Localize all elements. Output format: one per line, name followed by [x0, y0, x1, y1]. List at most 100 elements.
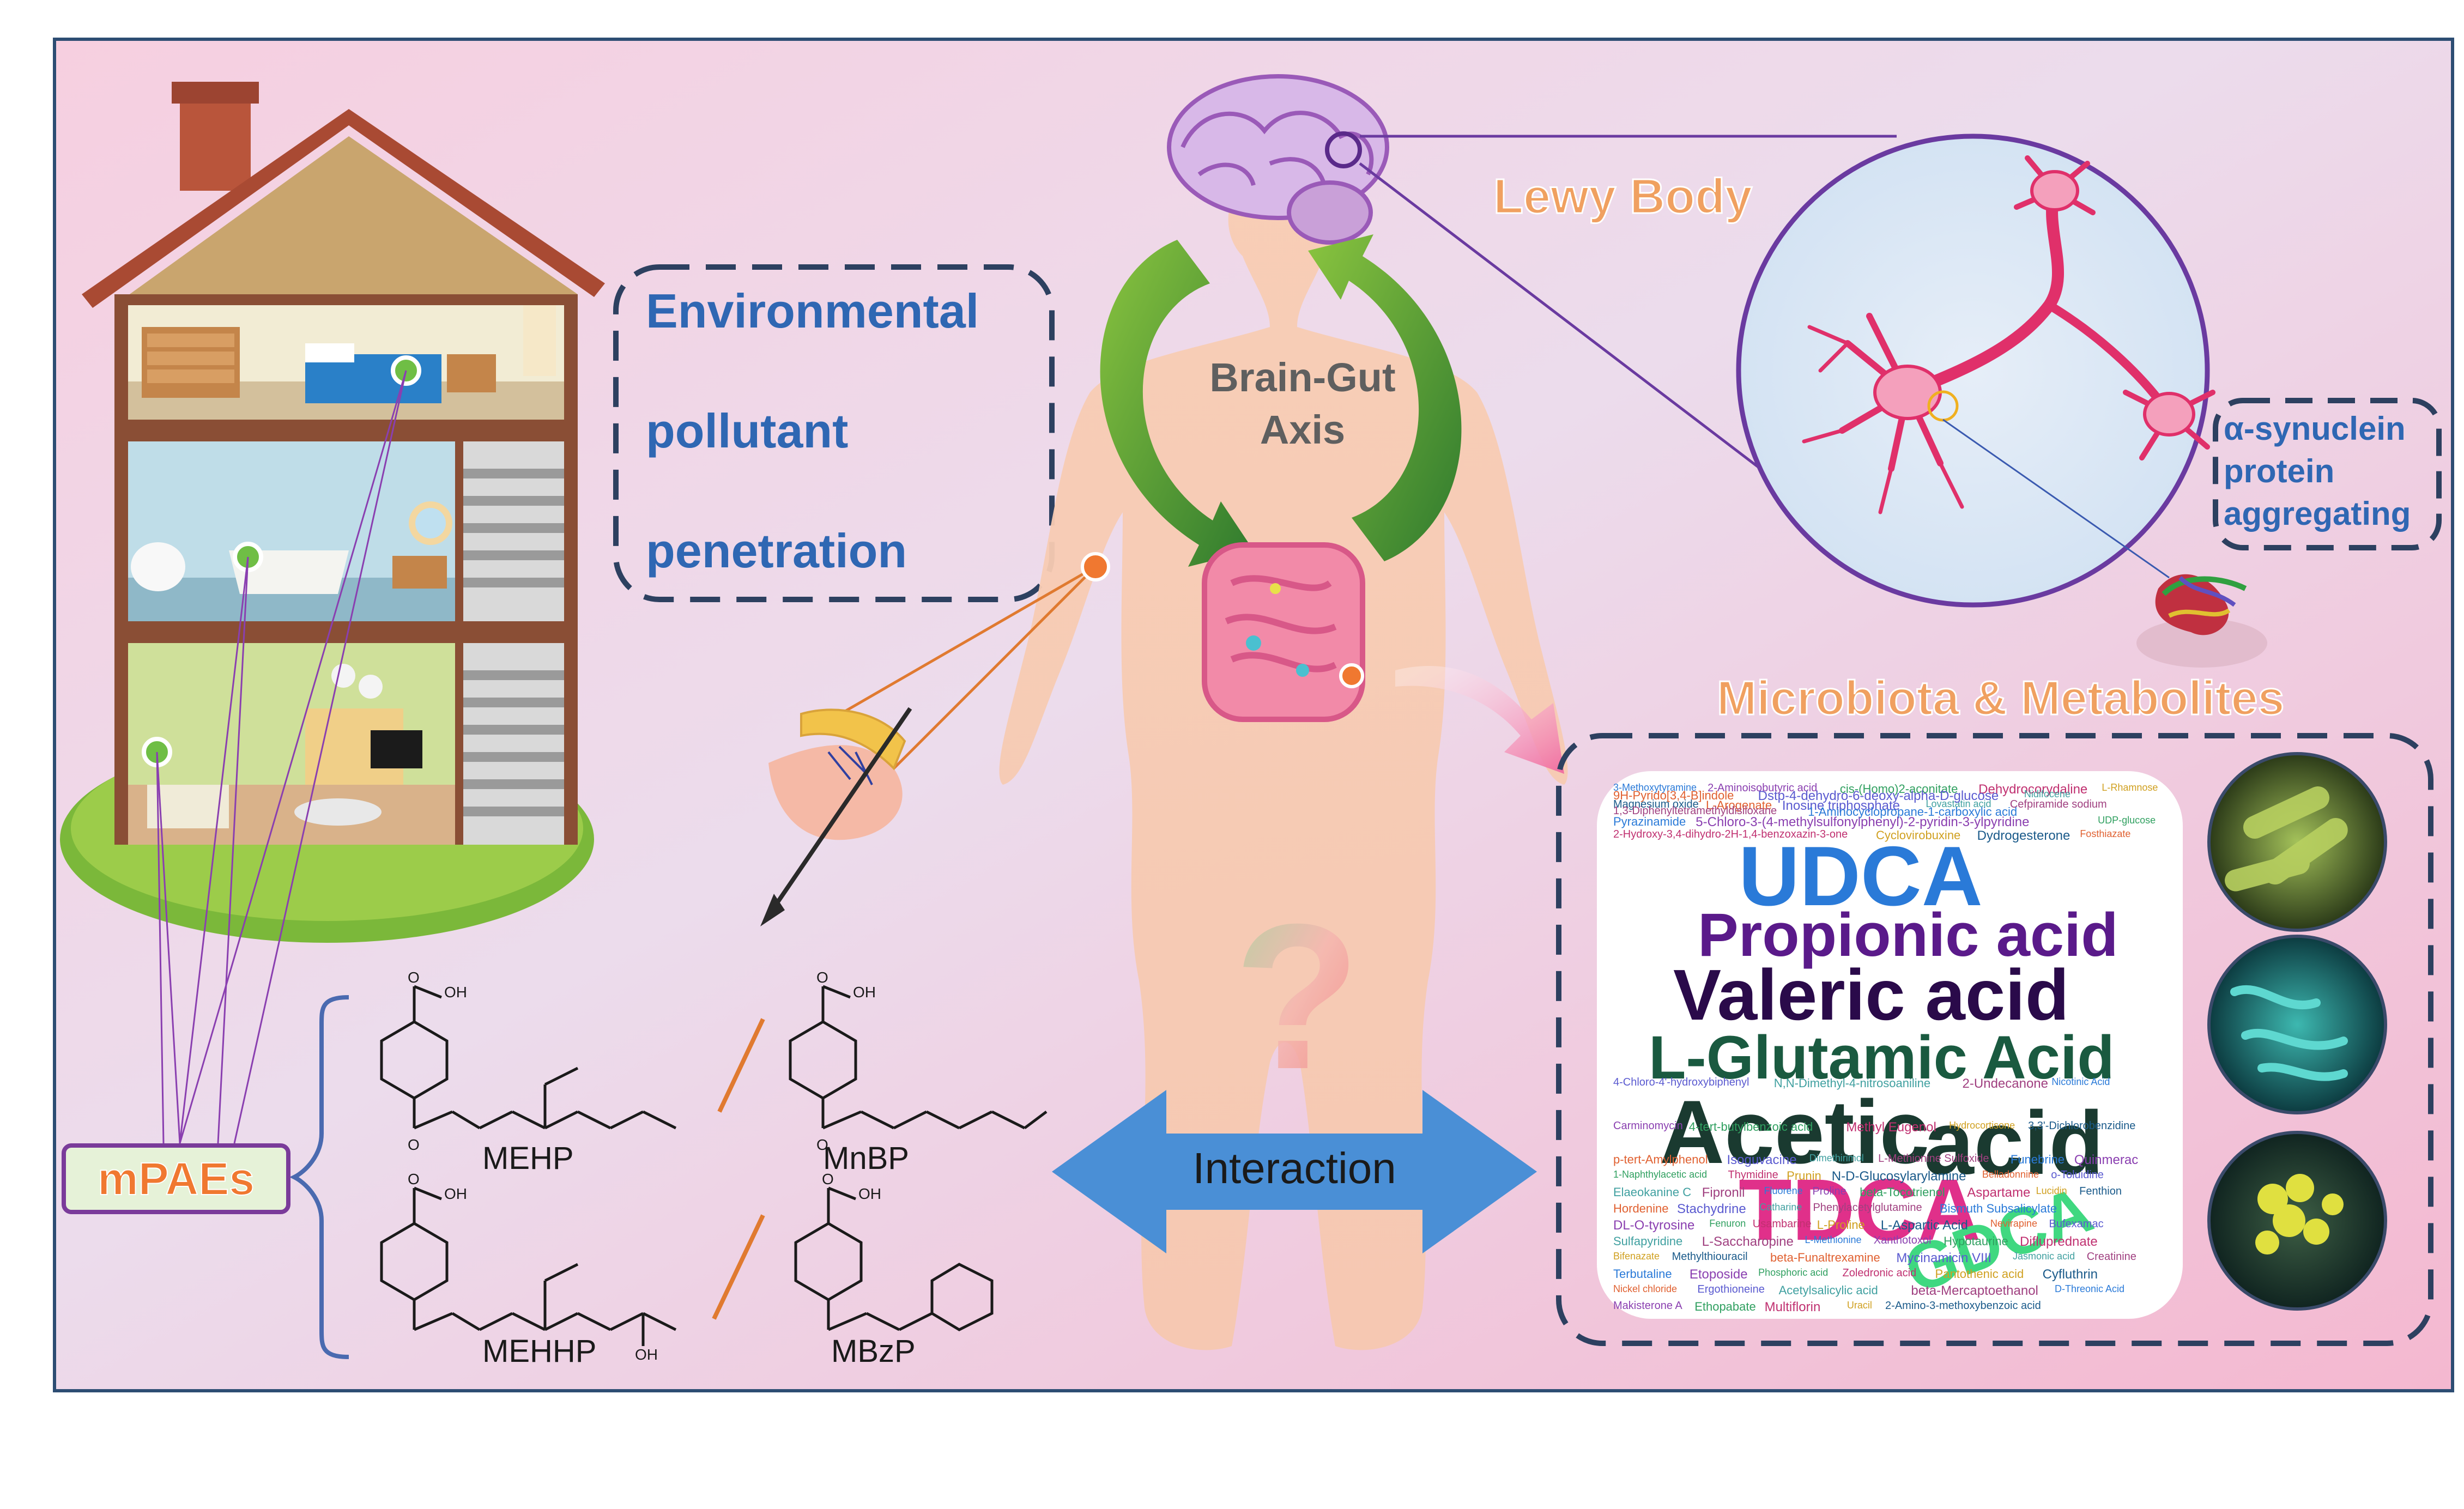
small-word: Sulfapyridine: [1613, 1234, 1683, 1248]
small-word: Aspartame: [1967, 1185, 2031, 1200]
atom-oh-4: OH: [635, 1346, 658, 1363]
small-word: Xanthotoxol: [1873, 1234, 1932, 1246]
small-word: Nevirapine: [1990, 1218, 2037, 1229]
small-word: Pantothenic acid: [1935, 1267, 2024, 1281]
gut-to-microbiota-arrow: [1395, 666, 1564, 774]
small-word: L-Methionine: [1805, 1234, 1862, 1245]
word-acetic: Acetic: [1660, 1082, 1930, 1182]
word-valeric-acid: Valeric acid: [1673, 955, 2069, 1035]
small-word: Proline: [1812, 1185, 1847, 1197]
small-word: L-Proline: [1817, 1218, 1865, 1232]
interaction-label: Interaction: [1192, 1144, 1396, 1192]
word-udca: UDCA: [1739, 829, 1983, 923]
small-word: Elaeokanine C: [1613, 1185, 1692, 1199]
small-word: Thymidine: [1728, 1169, 1778, 1181]
small-word: DL-O-tyrosine: [1613, 1218, 1695, 1233]
compound-label-mnbp: MnBP: [823, 1141, 909, 1176]
word-cloud: UDCA Propionic acid Valeric acid L-Gluta…: [1597, 771, 2183, 1319]
small-word: 3,3'-Dichlorobenzidine: [2028, 1120, 2136, 1132]
word-l-glutamic-acid: L-Glutamic Acid: [1649, 1023, 2115, 1092]
small-word: Pyrazinamide: [1613, 815, 1686, 828]
small-word: Nidifocene: [2024, 789, 2071, 799]
slash-top: [717, 1018, 765, 1113]
atom-oh-2: OH: [853, 984, 876, 1001]
small-word: Ethopabate: [1694, 1300, 1756, 1313]
protein-illustration: [2136, 574, 2267, 668]
bacteria-images: [2207, 752, 2387, 1311]
small-word: 2-Hydroxy-3,4-dihydro-2H-1,4-benzoxazin-…: [1613, 828, 1848, 840]
small-word: p-tert-Amylphenol: [1613, 1153, 1708, 1166]
mehp-structure: [380, 985, 677, 1130]
small-word: Uracil: [1847, 1300, 1872, 1311]
small-word: L-Methionine Sulfoxide: [1878, 1153, 1989, 1165]
small-word: Zoledronic acid: [1842, 1267, 1917, 1279]
small-word: Nickel chloride: [1613, 1283, 1678, 1294]
mpaes-label: mPAEs: [97, 1153, 255, 1205]
brain-gut-arrows: [1100, 234, 1462, 567]
mpaes-brace: [289, 995, 349, 1359]
small-word: Bifenazate: [1613, 1251, 1660, 1262]
small-word: 4-Chloro-4'-hydroxybiphenyl: [1613, 1076, 1749, 1088]
small-word: L-Aspartic Acid: [1880, 1218, 1968, 1233]
small-word: Stachydrine: [1676, 1202, 1746, 1216]
small-word: Lucidin: [2036, 1185, 2067, 1196]
small-word: Nicotinic Acid: [2051, 1076, 2110, 1087]
small-word: Catharine: [1759, 1202, 1802, 1213]
atom-o-2: O: [408, 1136, 420, 1153]
small-word: o-Toluidine: [2051, 1169, 2104, 1181]
word-cloud-panel: [1597, 771, 2183, 1319]
small-word: Phosphoric acid: [1758, 1267, 1829, 1278]
small-word: L-Rhamnose: [2102, 782, 2158, 793]
small-word: UDP-glucose: [2098, 815, 2156, 826]
gut-illustration: [1202, 542, 1365, 722]
small-word: Isoguvacine: [1727, 1153, 1797, 1167]
small-word: Fipronil: [1702, 1185, 1745, 1200]
small-word: L-Arogenate: [1706, 798, 1772, 812]
synuclein-line-1: α-synuclein: [2224, 410, 2406, 447]
small-word: Lovastatin acid: [1926, 798, 1991, 809]
small-word: 5-Chloro-3-(4-methylsulfonylphenyl)-2-py…: [1696, 815, 2030, 829]
neuron-illustration: [1736, 134, 2215, 608]
small-word: Dehydrocorydaline: [1978, 782, 2088, 797]
atom-o-3: O: [816, 969, 828, 986]
small-word: Terbutaline: [1613, 1267, 1672, 1281]
skin-illustration: [760, 552, 1110, 926]
atom-o-4: O: [816, 1136, 828, 1153]
small-word: Prunin: [1787, 1169, 1821, 1183]
small-word: beta-Funaltrexamine: [1770, 1251, 1880, 1264]
small-word: 2-Amino-3-methoxybenzoic acid: [1885, 1300, 2041, 1312]
interaction-arrow: [1052, 1090, 1537, 1253]
brain-gut-axis-label: Brain-Gut Axis: [1188, 352, 1417, 456]
small-word: Methylthiouracil: [1672, 1251, 1748, 1263]
synuclein-line-2: protein: [2224, 453, 2335, 489]
small-word: beta-Mercaptoethanol: [1911, 1283, 2038, 1298]
small-word: beta-Tocotrienol: [1860, 1185, 1945, 1199]
house-to-mpaes-lines: [156, 370, 407, 1144]
small-word: Dstp-4-dehydro-6-deoxy-alpha-D-glucose: [1758, 789, 1999, 803]
environment-line-1: Environmental: [646, 284, 979, 338]
small-word: Fosthiazate: [2080, 828, 2131, 839]
atom-o-5: O: [408, 1171, 420, 1187]
small-word: Cyclovirobuxine: [1876, 828, 1961, 842]
small-word: Dydrogesterone: [1977, 828, 2071, 843]
small-word: cis-(Homo)2-aconitate: [1839, 782, 1958, 796]
small-word: Carminomycin: [1613, 1120, 1683, 1132]
brain-illustration: [1167, 74, 1389, 245]
axis-line-2: Axis: [1260, 407, 1346, 452]
small-word: Mycinamicin VIII: [1896, 1251, 1992, 1265]
mpaes-label-box: mPAEs: [62, 1143, 290, 1214]
small-word: Cyfluthrin: [2042, 1267, 2098, 1282]
small-word: Hydrocortisone: [1949, 1120, 2015, 1131]
chemical-structures: [380, 985, 1048, 1346]
synuclein-line-3: aggregating: [2224, 495, 2411, 532]
compound-label-mbzp: MBzP: [831, 1334, 916, 1369]
compound-label-mehp: MEHP: [482, 1141, 574, 1176]
small-word: Belladonnine: [1982, 1169, 2039, 1180]
small-word: Funebrine: [2010, 1153, 2065, 1166]
small-word: Inosine triphosphate: [1782, 798, 1900, 813]
word-propionic-acid: Propionic acid: [1698, 901, 2118, 969]
environment-line-3: penetration: [646, 524, 907, 578]
small-word: Phenylacetylglutamine: [1813, 1202, 1922, 1214]
atom-oh-5: OH: [858, 1185, 881, 1202]
